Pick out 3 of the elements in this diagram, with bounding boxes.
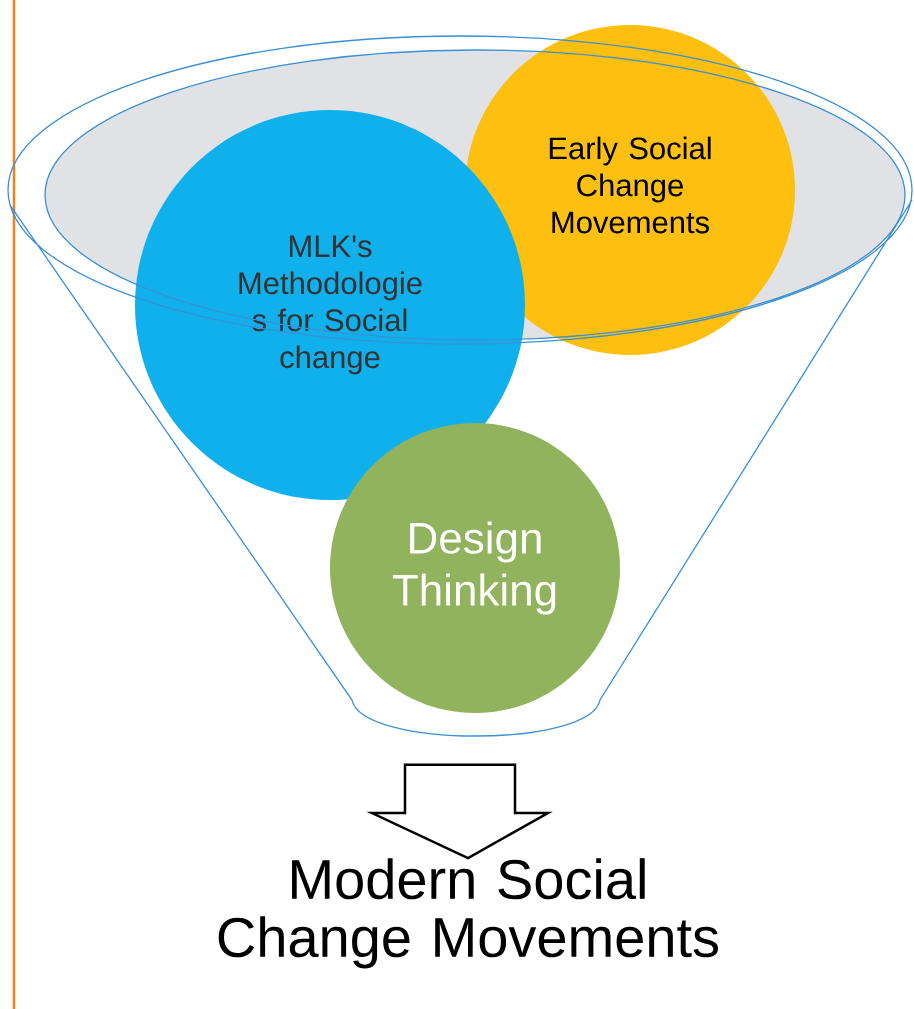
funnel-drawing [7,35,913,737]
block-arrow [366,763,553,860]
result-text: Modern Social Change Movements [218,858,718,969]
